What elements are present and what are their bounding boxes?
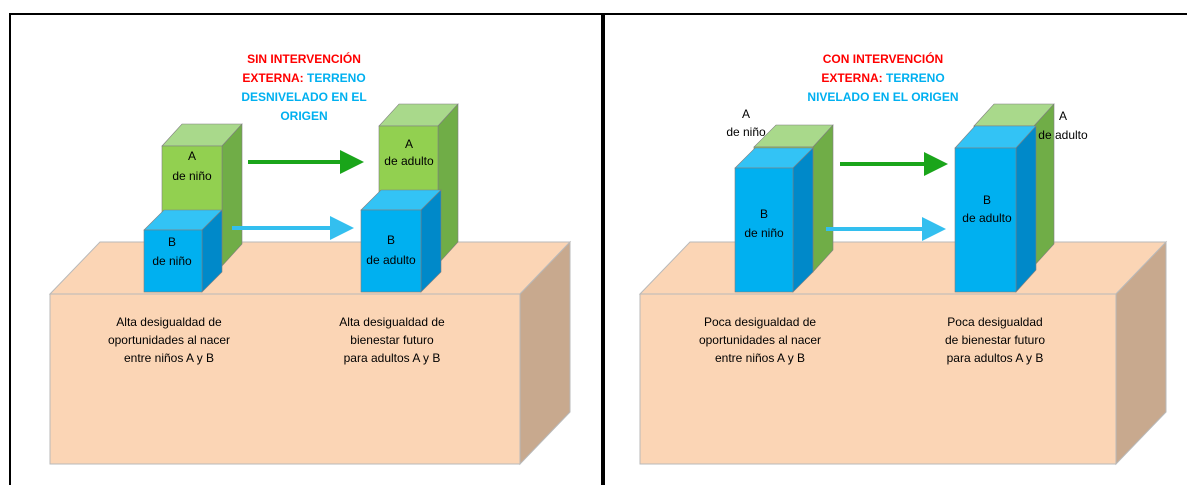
right-platform-front [639, 293, 1117, 465]
right-adult-b-label-2: de adulto [962, 211, 1012, 225]
svg-text:bienestar futuro: bienestar futuro [350, 333, 434, 347]
left-child-b-label-1: B [168, 235, 176, 249]
left-title-line-4: ORIGEN [280, 109, 327, 123]
svg-text:Poca desigualdad de: Poca desigualdad de [704, 315, 816, 329]
right-platform-top [638, 241, 1168, 295]
left-title-line-1: SIN INTERVENCIÓN [247, 51, 361, 66]
left-adult-b-label-1: B [387, 233, 395, 247]
right-title-line-3: NIVELADO EN EL ORIGEN [807, 90, 958, 104]
right-adult-a-label-1: A [1059, 109, 1067, 123]
left-platform-front [49, 293, 521, 465]
left-child-b-label-2: de niño [152, 254, 192, 268]
left-title-line-2: EXTERNA: TERRENO [242, 71, 365, 85]
svg-text:entre niños A y B: entre niños A y B [715, 351, 805, 365]
right-child-b-box: B de niño [734, 147, 814, 293]
right-title-line-2: EXTERNA: TERRENO [821, 71, 944, 85]
left-base-left-text: Alta desigualdad de oportunidades al nac… [108, 315, 230, 365]
svg-text:de bienestar futuro: de bienestar futuro [945, 333, 1045, 347]
svg-text:para adultos A y B: para adultos A y B [947, 351, 1044, 365]
svg-text:Alta desigualdad de: Alta desigualdad de [116, 315, 222, 329]
right-child-b-label-2: de niño [744, 226, 784, 240]
left-adult-b-label-2: de adulto [366, 253, 416, 267]
svg-text:oportunidades al nacer: oportunidades al nacer [699, 333, 821, 347]
left-child-a-label-2: de niño [172, 169, 212, 183]
right-child-a-label-1: A [742, 107, 750, 121]
right-panel: A de niño B de niño A de adulto B de adu… [603, 13, 1187, 485]
right-child-b-label-1: B [760, 207, 768, 221]
left-adult-b-box: B de adulto [360, 189, 442, 293]
left-base-right-text: Alta desigualdad de bienestar futuro par… [339, 315, 445, 365]
svg-text:para adultos A y B: para adultos A y B [344, 351, 441, 365]
left-platform-top [48, 241, 572, 295]
right-platform [638, 240, 1168, 466]
left-child-a-label-1: A [188, 149, 196, 163]
svg-text:Alta desigualdad de: Alta desigualdad de [339, 315, 445, 329]
left-panel: A de niño B de niño A de adulto B de adu… [9, 13, 603, 485]
left-adult-a-label-1: A [405, 137, 413, 151]
right-adult-b-label-1: B [983, 193, 991, 207]
left-adult-a-label-2: de adulto [384, 154, 434, 168]
right-title-line-1: CON INTERVENCIÓN [823, 51, 943, 66]
right-adult-a-label-2: de adulto [1038, 128, 1088, 142]
left-title: SIN INTERVENCIÓN EXTERNA: TERRENO DESNIV… [241, 51, 366, 123]
svg-text:Poca desigualdad: Poca desigualdad [947, 315, 1042, 329]
svg-text:entre niños A y B: entre niños A y B [124, 351, 214, 365]
right-title: CON INTERVENCIÓN EXTERNA: TERRENO NIVELA… [807, 51, 958, 104]
left-child-b-box: B de niño [143, 209, 223, 293]
right-child-a-label-2: de niño [726, 125, 766, 139]
right-base-right-text: Poca desigualdad de bienestar futuro par… [945, 315, 1045, 365]
svg-text:oportunidades al nacer: oportunidades al nacer [108, 333, 230, 347]
left-title-line-3: DESNIVELADO EN EL [241, 90, 366, 104]
right-adult-b-box: B de adulto [954, 125, 1037, 293]
right-base-left-text: Poca desigualdad de oportunidades al nac… [699, 315, 821, 365]
